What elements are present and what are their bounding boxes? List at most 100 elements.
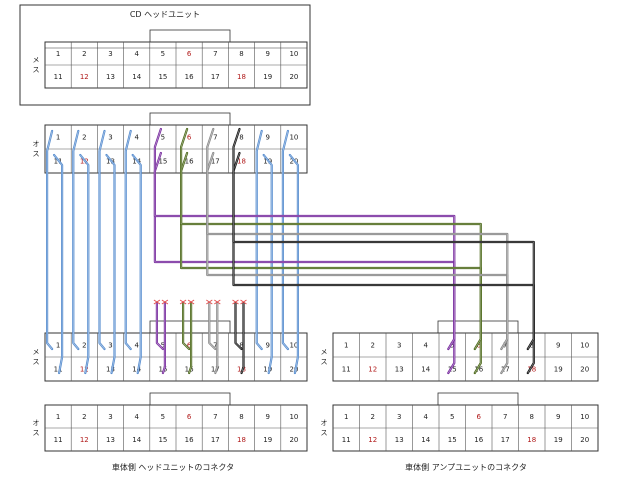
speaker-wire-14-highlight [132, 154, 141, 374]
cd-head-female-gender-label: メ [33, 56, 40, 64]
amp-male-gender-label: ス [321, 429, 328, 437]
speaker-wire-2-highlight [73, 130, 79, 350]
terminal-marker-stroke [206, 299, 213, 305]
amp-female-pin-14: 14 [421, 366, 430, 374]
harness-head-male-pin-9: 9 [265, 134, 269, 142]
harness-head-male-pin-17: 17 [211, 158, 220, 166]
head-female-pin-10: 10 [289, 342, 298, 350]
amp-female-pin-2: 2 [371, 342, 375, 350]
head-female-pin-13: 13 [106, 366, 115, 374]
amp-female-gender-label: メ [321, 348, 328, 356]
amp-female-pin-1: 1 [344, 342, 348, 350]
head-female-gender-label: メ [33, 348, 40, 356]
head-male-pin-4: 4 [134, 413, 139, 421]
cd-head-female-key [149, 29, 231, 43]
amp-male-pin-20: 20 [580, 436, 589, 444]
terminal-marker-5 [153, 299, 161, 305]
head-female-pin-17: 17 [211, 366, 220, 374]
head-female-pin-7: 7 [213, 342, 217, 350]
harness-head-male-pin-1: 1 [56, 134, 60, 142]
amp-male-pin-1: 1 [344, 413, 348, 421]
amp-male-pin-13: 13 [395, 436, 404, 444]
amp-female-pin-17: 17 [501, 366, 510, 374]
head-female-pin-4: 4 [134, 342, 139, 350]
amp-female-pin-8: 8 [530, 342, 534, 350]
terminal-marker-stroke [232, 299, 239, 305]
head-female-pin-9: 9 [265, 342, 269, 350]
cd-head-female-pin-9: 9 [265, 50, 269, 58]
amp-female-pin-5: 5 [450, 342, 454, 350]
head-male-pin-14: 14 [132, 436, 141, 444]
cd-head-female-pin-17: 17 [211, 73, 220, 81]
speaker-wire-11-highlight [53, 154, 63, 374]
terminal-marker-stroke [214, 299, 221, 305]
amp-male-pin-4: 4 [424, 413, 429, 421]
head-male-pin-8: 8 [239, 413, 243, 421]
amp-male-pin-10: 10 [580, 413, 589, 421]
head-male-pin-20: 20 [289, 436, 298, 444]
amp-female-gender-label: ス [321, 358, 328, 366]
stub-wire-8-highlight [235, 303, 242, 350]
cd-head-female-pin-13: 13 [106, 73, 115, 81]
stub-wire-7-highlight [209, 303, 216, 350]
cd-head-unit-title: CD ヘッドユニット [130, 10, 200, 19]
cd-head-female-pin-20: 20 [289, 73, 298, 81]
amp-female-pin-4: 4 [424, 342, 429, 350]
amp-female-pin-19: 19 [554, 366, 563, 374]
amp-male-gender-label: オ [321, 419, 328, 427]
harness-head-male-pin-15: 15 [158, 158, 167, 166]
harness-head-male-pin-16: 16 [185, 158, 194, 166]
head-male-key [149, 392, 231, 406]
harness-head-male-key [149, 112, 231, 126]
amp-female-key [437, 320, 519, 334]
cd-head-female-pin-2: 2 [82, 50, 86, 58]
gray-wire-7-highlight [207, 128, 508, 350]
head-female-pin-3: 3 [108, 342, 112, 350]
harness-head-male-pin-8: 8 [239, 134, 243, 142]
cd-head-female-pin-14: 14 [132, 73, 141, 81]
amp-male-pin-18: 18 [527, 436, 536, 444]
amp-male-pin-11: 11 [342, 436, 351, 444]
head-female-pin-18: 18 [237, 366, 246, 374]
terminal-marker-17 [214, 299, 221, 305]
harness-head-male-gender-label: ス [33, 150, 40, 158]
terminal-marker-8 [232, 299, 239, 305]
purple-wire-5-highlight [154, 128, 455, 350]
head-female-pin-1: 1 [56, 342, 60, 350]
harness-head-male-pin-10: 10 [289, 134, 298, 142]
head-female-pin-2: 2 [82, 342, 86, 350]
amp-female-pin-3: 3 [397, 342, 401, 350]
terminal-marker-stroke [187, 299, 195, 305]
head-male-pin-3: 3 [108, 413, 112, 421]
head-female-gender-label: ス [33, 358, 40, 366]
cd-head-female-pin-6: 6 [187, 50, 192, 58]
amp-male-pin-8: 8 [530, 413, 534, 421]
amp-female-pin-13: 13 [395, 366, 404, 374]
speaker-wire-3-highlight [99, 130, 105, 350]
harness-head-male-pin-5: 5 [161, 134, 165, 142]
amp-male-pin-7: 7 [503, 413, 507, 421]
speaker-wire-12-highlight [80, 154, 89, 374]
cd-head-female-gender-label: ス [33, 66, 40, 74]
cd-head-female-pin-18: 18 [237, 73, 246, 81]
head-male-pin-10: 10 [289, 413, 298, 421]
amp-female-pin-7: 7 [503, 342, 507, 350]
terminal-marker-stroke [153, 299, 161, 305]
terminal-marker-16 [187, 299, 195, 305]
head-male-pin-17: 17 [211, 436, 220, 444]
cd-head-female-pin-11: 11 [54, 73, 63, 81]
amp-female-pin-20: 20 [580, 366, 589, 374]
harness-head-male-pin-2: 2 [82, 134, 86, 142]
head-female-pin-14: 14 [132, 366, 141, 374]
cd-head-female-pin-12: 12 [80, 73, 89, 81]
amp-male-pin-15: 15 [448, 436, 457, 444]
stub-wire-18-highlight [241, 303, 244, 374]
amp-female-pin-11: 11 [342, 366, 351, 374]
amp-female-pin-15: 15 [448, 366, 457, 374]
terminal-marker-7 [206, 299, 213, 305]
amp-female-pin-9: 9 [556, 342, 560, 350]
harness-head-male-pin-18: 18 [237, 158, 246, 166]
